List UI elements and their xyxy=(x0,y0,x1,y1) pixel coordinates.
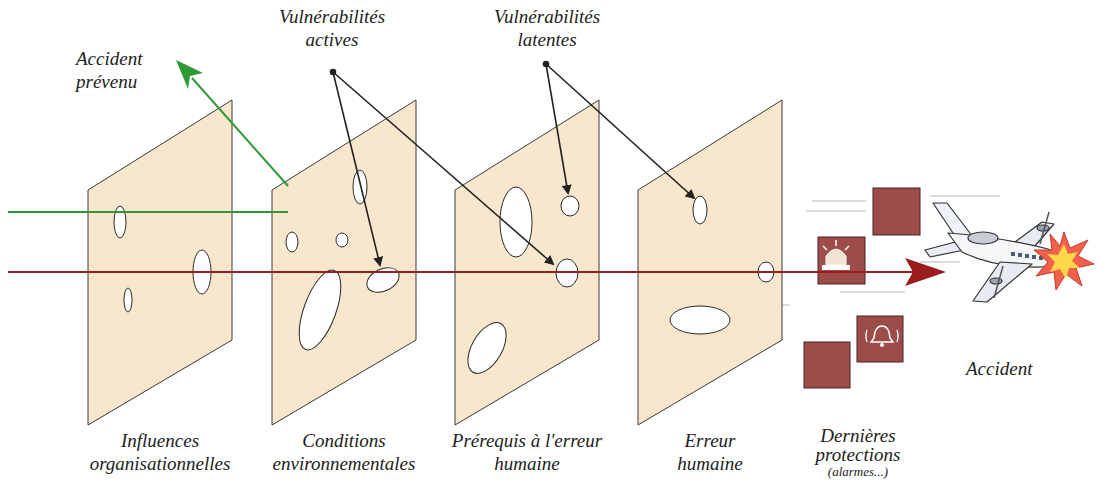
slice-hole xyxy=(286,232,298,252)
cheese-slice-node: Prérequis à l'erreur humaine xyxy=(442,95,612,486)
slice-hole xyxy=(693,196,707,224)
slice-hole xyxy=(336,233,348,247)
callout-label: Vulnérabilités latentes xyxy=(477,6,617,52)
slice-hole xyxy=(124,288,132,312)
cheese-slice-node: Conditions environnementales xyxy=(259,95,429,486)
protection-panel xyxy=(818,237,865,284)
slice-hole xyxy=(670,306,730,334)
outcome-label: Accident xyxy=(966,358,1066,381)
alarm-icons xyxy=(822,240,898,347)
layer-name: Erreur humaine xyxy=(669,430,751,476)
cheese-slice xyxy=(636,95,784,430)
slice-hole xyxy=(291,265,350,355)
protection-panel xyxy=(804,342,850,388)
slice-hole xyxy=(460,316,514,379)
slice-caption: Dernières protections(alarmes...) xyxy=(783,426,933,479)
slice-hole xyxy=(363,263,403,297)
layer-name: Conditions environnementales xyxy=(264,430,424,476)
slice-hole xyxy=(561,196,579,216)
leader-lines xyxy=(331,62,695,266)
prevented-path xyxy=(8,60,288,212)
layer-name: Dernières protections xyxy=(798,426,918,465)
protection-panel xyxy=(857,316,903,362)
protection-node: Dernières protections(alarmes...) xyxy=(783,95,933,486)
slice-hole xyxy=(353,170,367,204)
slice-caption: Erreur humaine xyxy=(635,430,785,476)
cheese-slice xyxy=(453,95,601,430)
protection-panel xyxy=(873,188,920,235)
slice-caption: Conditions environnementales xyxy=(259,430,429,476)
cheese-slice xyxy=(270,95,418,430)
explosion xyxy=(1034,232,1094,290)
layer-name: Prérequis à l'erreur humaine xyxy=(447,430,607,476)
cheese-slice-node: Influences organisationnelles xyxy=(75,95,245,486)
protection-panels xyxy=(795,180,935,400)
layer-note: (alarmes...) xyxy=(798,465,918,479)
slice-hole xyxy=(114,206,126,238)
layer-name: Influences organisationnelles xyxy=(80,430,240,476)
cheese-slice-node: Erreur humaine xyxy=(635,95,785,486)
slice-caption: Influences organisationnelles xyxy=(75,430,245,476)
cheese-slice xyxy=(86,95,234,430)
slice-caption: Prérequis à l'erreur humaine xyxy=(442,430,612,476)
accident-path xyxy=(8,258,946,286)
outcome-label: Accident prévenu xyxy=(76,48,176,94)
callout-label: Vulnérabilités actives xyxy=(262,6,402,52)
